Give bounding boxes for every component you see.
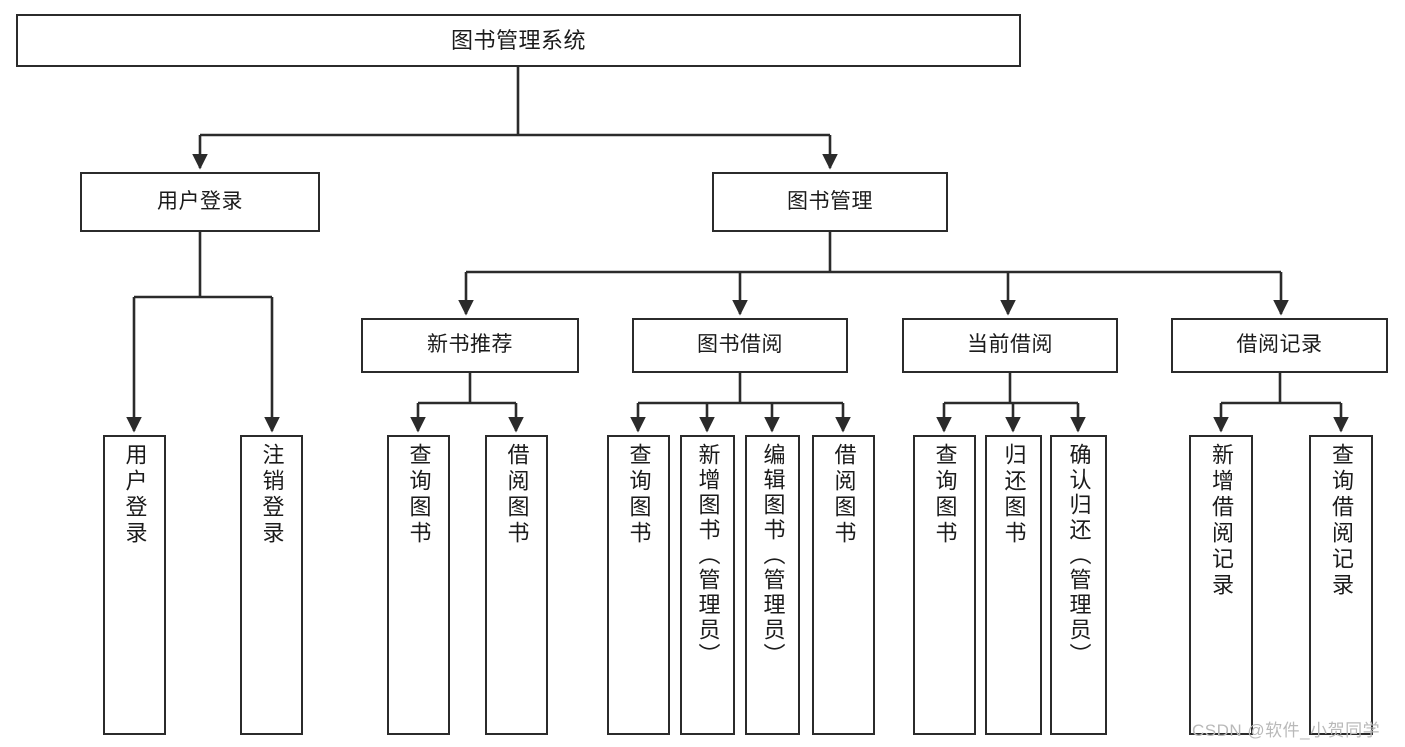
node-leaf-query-book-2-label: 查询图书 [626,443,652,547]
node-book-borrow-label: 图书借阅 [697,333,783,357]
csdn-watermark: CSDN @软件_小贺同学 [1192,721,1381,740]
node-borrow-record[interactable]: 借阅记录 [1171,318,1388,373]
node-leaf-query-book-2[interactable]: 查询图书 [607,435,670,735]
node-book-borrow[interactable]: 图书借阅 [632,318,848,373]
node-leaf-add-book[interactable]: 新增图书（管理员） [680,435,735,735]
node-leaf-query-book-3[interactable]: 查询图书 [913,435,976,735]
node-root[interactable]: 图书管理系统 [16,14,1021,67]
node-leaf-borrow-book-1[interactable]: 借阅图书 [485,435,548,735]
node-leaf-add-record-label: 新增借阅记录 [1209,443,1234,599]
node-leaf-borrow-book-2[interactable]: 借阅图书 [812,435,875,735]
node-root-label: 图书管理系统 [450,27,586,53]
node-leaf-query-record[interactable]: 查询借阅记录 [1309,435,1373,735]
node-leaf-edit-book-label: 编辑图书（管理员） [760,443,786,668]
node-current-borrow-label: 当前借阅 [967,333,1053,357]
node-leaf-user-login-label: 用户登录 [122,443,148,547]
node-leaf-query-record-label: 查询借阅记录 [1329,443,1354,599]
node-book-manage-label: 图书管理 [787,189,873,213]
node-leaf-user-login[interactable]: 用户登录 [103,435,166,735]
node-leaf-confirm-return-label: 确认归还（管理员） [1066,443,1092,668]
node-leaf-confirm-return[interactable]: 确认归还（管理员） [1050,435,1107,735]
node-leaf-query-book-1[interactable]: 查询图书 [387,435,450,735]
node-leaf-query-book-1-label: 查询图书 [406,443,432,547]
node-leaf-add-book-label: 新增图书（管理员） [695,443,721,668]
node-leaf-return-book-label: 归还图书 [1001,443,1027,547]
node-borrow-record-label: 借阅记录 [1236,333,1323,357]
node-leaf-query-book-3-label: 查询图书 [932,443,958,547]
node-leaf-borrow-book-2-label: 借阅图书 [831,443,857,547]
node-leaf-user-logout-label: 注销登录 [259,443,285,547]
node-user-login[interactable]: 用户登录 [80,172,320,232]
node-new-book-rec-label: 新书推荐 [427,333,513,357]
node-user-login-label: 用户登录 [157,189,243,213]
node-leaf-borrow-book-1-label: 借阅图书 [504,443,530,547]
node-book-manage[interactable]: 图书管理 [712,172,948,232]
node-current-borrow[interactable]: 当前借阅 [902,318,1118,373]
node-leaf-add-record[interactable]: 新增借阅记录 [1189,435,1253,735]
node-leaf-return-book[interactable]: 归还图书 [985,435,1042,735]
node-leaf-edit-book[interactable]: 编辑图书（管理员） [745,435,800,735]
node-leaf-user-logout[interactable]: 注销登录 [240,435,303,735]
node-new-book-rec[interactable]: 新书推荐 [361,318,579,373]
